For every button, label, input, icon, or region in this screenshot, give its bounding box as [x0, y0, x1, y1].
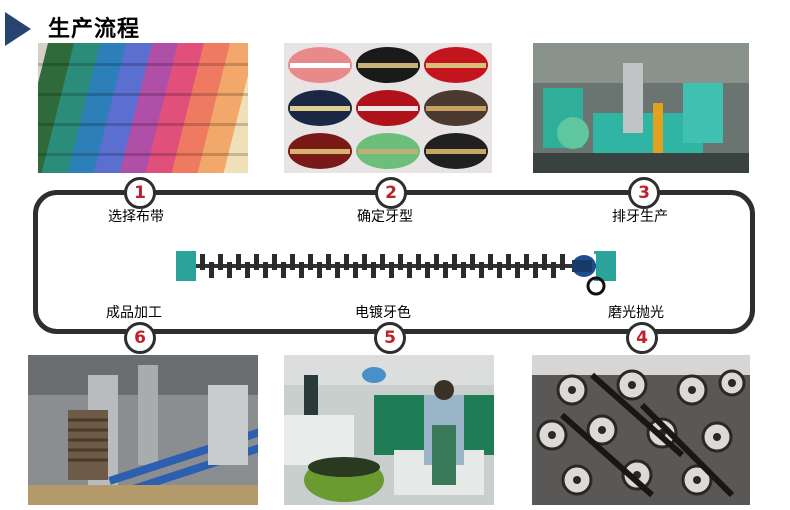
step-2-label: 确定牙型: [357, 209, 413, 225]
photo-teeth-machine: [533, 43, 749, 173]
step-2-number: 2: [375, 177, 407, 209]
step-4-number: 4: [626, 322, 658, 354]
step-4-label: 磨光抛光: [608, 305, 664, 321]
step-6-number: 6: [124, 322, 156, 354]
step-3-label: 排牙生产: [612, 209, 668, 225]
title-arrow-icon: [5, 12, 31, 46]
step-5-label: 电镀牙色: [355, 305, 411, 321]
photo-polishing: [532, 355, 750, 505]
photo-fabric-tapes: [38, 43, 248, 173]
step-1-number: 1: [124, 177, 156, 209]
step-6-label: 成品加工: [106, 305, 162, 321]
step-5-number: 5: [374, 322, 406, 354]
step-1-label: 选择布带: [108, 209, 164, 225]
page-title: 生产流程: [48, 17, 141, 42]
photo-finishing: [28, 355, 258, 505]
photo-zipper-types: [284, 43, 492, 173]
zipper-icon: [176, 251, 616, 296]
photo-plating: [284, 355, 494, 505]
step-3-number: 3: [628, 177, 660, 209]
